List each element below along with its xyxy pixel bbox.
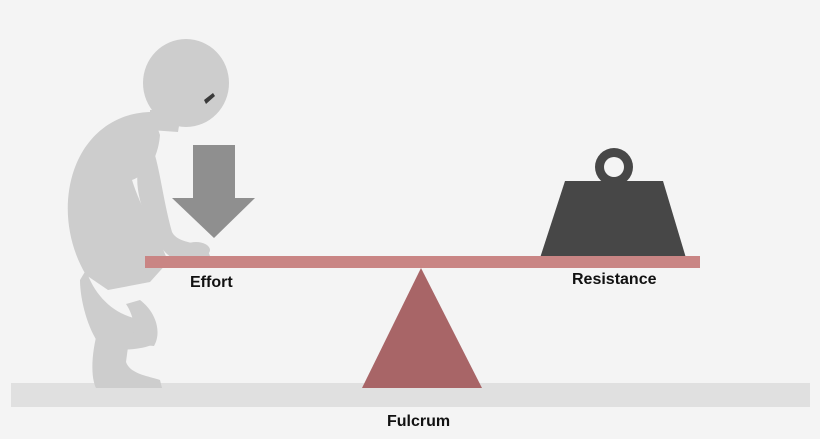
- effort-label: Effort: [190, 274, 233, 291]
- person-icon: [67, 39, 229, 388]
- figure-eye: [204, 93, 215, 104]
- arrow-down-icon: [172, 145, 255, 238]
- lever-bar: [145, 256, 700, 268]
- weight-icon: [540, 148, 686, 258]
- resistance-label: Resistance: [572, 271, 657, 288]
- fulcrum-triangle: [362, 268, 482, 388]
- fulcrum-label: Fulcrum: [387, 413, 451, 430]
